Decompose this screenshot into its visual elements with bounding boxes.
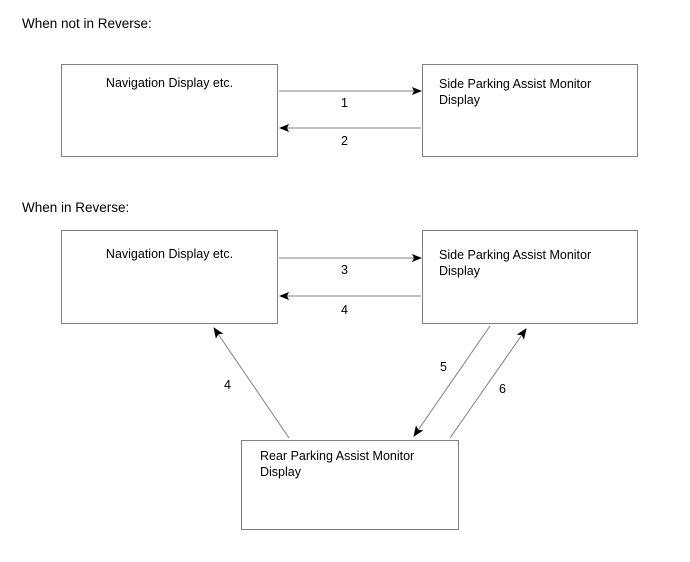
node-side-parking-assist-top[interactable]: Side Parking Assist Monitor Display xyxy=(422,64,638,157)
node-navigation-display-bottom-label: Navigation Display etc. xyxy=(105,247,234,261)
edge-label-5: 5 xyxy=(440,360,447,374)
arrow-6-diagonal xyxy=(449,328,527,439)
section-title-not-reverse: When not in Reverse: xyxy=(22,16,152,31)
node-rear-parking-assist-label-line2: Display xyxy=(260,465,301,479)
node-navigation-display-top[interactable]: Navigation Display etc. xyxy=(61,64,278,157)
node-side-parking-assist-bottom-label-line1: Side Parking Assist Monitor xyxy=(439,248,592,262)
edge-label-6: 6 xyxy=(499,382,506,396)
section-title-in-reverse: When in Reverse: xyxy=(22,200,130,215)
node-navigation-display-top-label: Navigation Display etc. xyxy=(105,76,234,90)
node-rear-parking-assist[interactable]: Rear Parking Assist Monitor Display xyxy=(241,440,459,530)
node-side-parking-assist-top-label-line1: Side Parking Assist Monitor xyxy=(439,77,592,91)
edge-label-1: 1 xyxy=(341,96,348,110)
edge-label-2: 2 xyxy=(341,134,348,148)
node-side-parking-assist-bottom-label-line2: Display xyxy=(439,264,480,278)
node-side-parking-assist-bottom[interactable]: Side Parking Assist Monitor Display xyxy=(422,230,638,324)
node-side-parking-assist-top-label-line2: Display xyxy=(439,93,480,107)
arrow-5-diagonal xyxy=(413,325,491,437)
node-rear-parking-assist-label-line1: Rear Parking Assist Monitor xyxy=(260,449,415,463)
node-navigation-display-bottom[interactable]: Navigation Display etc. xyxy=(61,230,278,324)
edge-label-4: 4 xyxy=(341,303,348,317)
edge-label-4-diagonal: 4 xyxy=(224,378,231,392)
edge-label-3: 3 xyxy=(341,263,348,277)
